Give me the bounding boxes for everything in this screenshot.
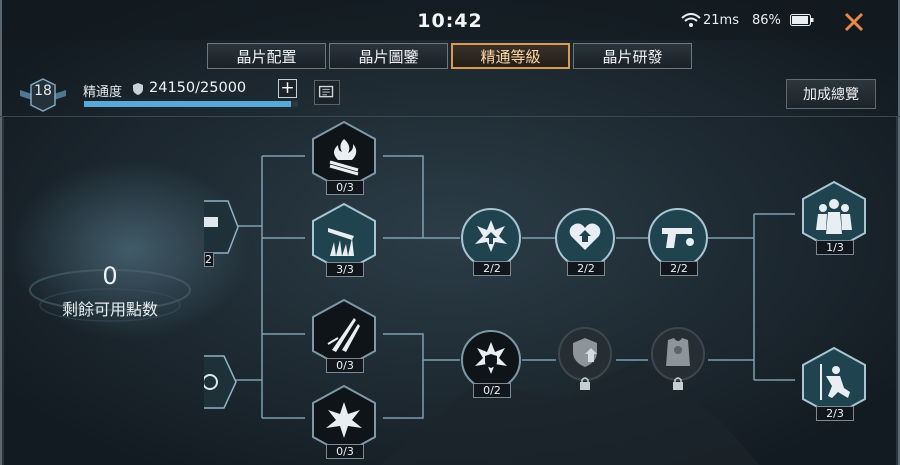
armor-vest-icon: [666, 338, 690, 366]
bonus-overview-button[interactable]: 加成總覽: [786, 79, 876, 109]
partial-node-top[interactable]: [204, 197, 244, 257]
wifi-icon: [681, 13, 701, 27]
skill-node-team[interactable]: 1/3: [799, 180, 869, 255]
battery-icon: [790, 14, 814, 26]
skill-level-label: 2/2: [473, 261, 511, 276]
partial-node-icon: [204, 355, 237, 409]
clock: 10:42: [417, 10, 483, 32]
blades-icon: [327, 318, 360, 352]
mastery-value: 24150/25000: [149, 80, 247, 96]
skill-level-label: 0/3: [326, 358, 364, 373]
skill-node-pistol[interactable]: 2/2: [646, 206, 710, 276]
flame-ammo-icon: [329, 139, 359, 176]
skill-level-label: 1/3: [816, 240, 854, 255]
skill-level-label: 0/2: [473, 383, 511, 398]
battery-percent: 86%: [752, 13, 781, 28]
mastery-shield-icon: [133, 83, 143, 95]
skill-level-label: 0/3: [326, 180, 364, 195]
tab-chip-research[interactable]: 晶片研發: [573, 43, 692, 69]
burst-shield-icon: [475, 342, 507, 374]
skill-node-flame-ammo[interactable]: 0/3: [309, 120, 379, 195]
skill-node-burst-shield[interactable]: 0/2: [459, 328, 523, 398]
status-bar: 10:42 21ms 86%: [0, 0, 900, 40]
tab-chip-catalog[interactable]: 晶片圖鑒: [329, 43, 448, 69]
level-number: 18: [34, 83, 52, 99]
partial-node-icon: [204, 200, 239, 254]
remaining-points-label: 剩餘可用點数: [61, 300, 158, 319]
grass-blade-icon: [328, 228, 354, 256]
heart-up-icon: [569, 223, 601, 250]
tab-chip-config[interactable]: 晶片配置: [207, 43, 326, 69]
skill-level-label: 2/2: [660, 261, 698, 276]
team-icon: [816, 199, 852, 234]
partial-node-label: 2: [204, 252, 214, 267]
book-icon: [318, 85, 334, 98]
remaining-points-value: 0: [102, 262, 118, 290]
skill-node-burst-up[interactable]: 2/2: [459, 206, 523, 276]
skill-node-shield-up[interactable]: [553, 322, 617, 390]
skill-node-heart-up[interactable]: 2/2: [553, 206, 617, 276]
partial-node-bottom[interactable]: [204, 352, 244, 412]
skill-level-label: 2/3: [816, 406, 854, 421]
skill-node-armor[interactable]: [646, 322, 710, 390]
mastery-label: 精通度: [83, 85, 123, 100]
skill-level-label: 0/3: [326, 444, 364, 459]
burst-up-icon: [475, 220, 507, 252]
add-mastery-button[interactable]: +: [278, 79, 297, 98]
info-book-button[interactable]: [314, 80, 340, 105]
shield-up-icon: [573, 338, 597, 367]
tab-bar: 晶片配置 晶片圖鑒 精通等級 晶片研發: [207, 43, 695, 71]
skill-node-grass-blade[interactable]: 3/3: [309, 202, 379, 277]
close-icon[interactable]: [838, 6, 870, 38]
skill-node-blades[interactable]: 0/3: [309, 298, 379, 373]
pistol-icon: [662, 228, 694, 248]
skill-node-explosion[interactable]: 0/3: [309, 384, 379, 459]
kneel-icon: [820, 364, 850, 400]
skill-tree-links: [208, 155, 795, 419]
skill-level-label: 2/2: [567, 261, 605, 276]
tab-mastery-level[interactable]: 精通等級: [451, 43, 570, 69]
divider: [0, 116, 900, 117]
explosion-icon: [326, 402, 362, 438]
mastery-progress-bar: [84, 101, 298, 107]
lock-icon: [580, 377, 590, 390]
skill-level-label: 3/3: [326, 262, 364, 277]
ping-text: 21ms: [703, 13, 739, 28]
level-badge-icon: [20, 78, 66, 112]
lock-icon: [673, 377, 683, 390]
skill-node-kneel[interactable]: 2/3: [799, 346, 869, 421]
